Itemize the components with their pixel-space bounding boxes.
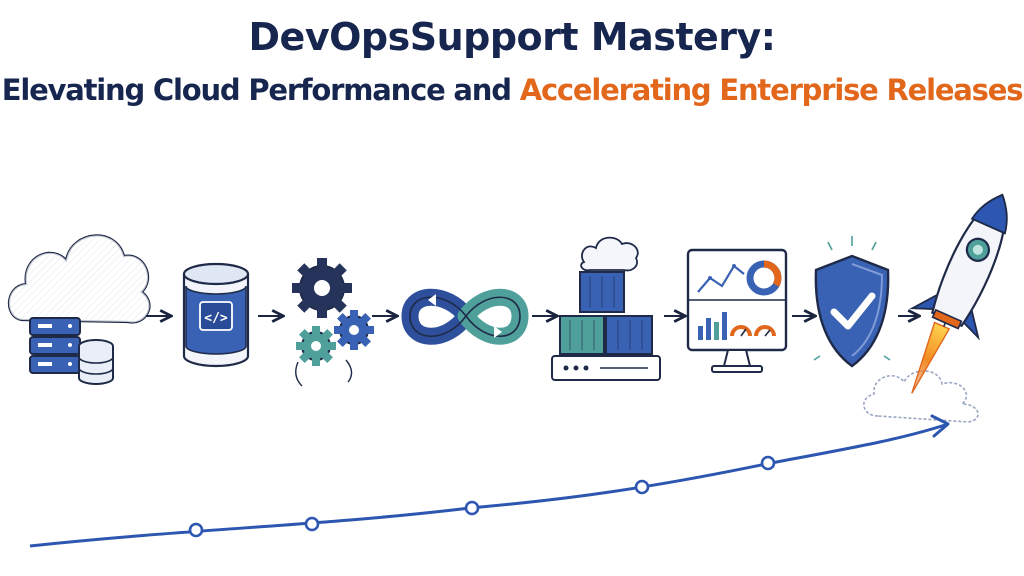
subtitle-part-2: Accelerating Enterprise Releases (519, 73, 1024, 107)
milestone-3 (464, 500, 480, 516)
title-main: DevOpsSupport Mastery: (248, 15, 777, 59)
shield-check-icon (813, 236, 891, 368)
title-subtitle: Elevating Cloud Performance and Accelera… (0, 68, 1024, 112)
milestone-2 (304, 516, 320, 532)
milestone-1 (188, 522, 204, 538)
code-database-icon: </> (182, 262, 250, 368)
growth-line (29, 414, 950, 548)
milestone-5 (760, 455, 776, 471)
milestone-4 (634, 479, 650, 495)
rocket-icon (863, 193, 1008, 423)
svg-text:</>: </> (204, 311, 228, 326)
title-block: DevOpsSupport Mastery: Elevating Cloud P… (0, 14, 1024, 112)
infinity-loop-icon (401, 288, 529, 345)
containers-icon (551, 236, 661, 381)
gears-icon (292, 258, 374, 387)
subtitle-part-1: Elevating Cloud Performance and (1, 73, 520, 107)
cloud-server-icon (7, 234, 151, 385)
dashboard-monitor-icon (686, 248, 788, 373)
